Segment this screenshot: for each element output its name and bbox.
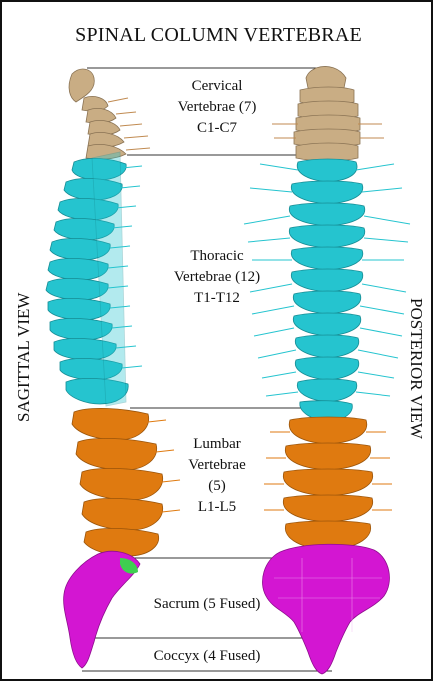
- cervical-label-line: C1-C7: [142, 118, 292, 139]
- sagittal-thoracic: [46, 152, 128, 406]
- thoracic-label-line: Vertebrae (12): [142, 267, 292, 288]
- lumbar-label-line: Lumbar: [152, 434, 282, 455]
- cervical-label-line: Cervical: [142, 76, 292, 97]
- posterior-view-label: POSTERIOR VIEW: [406, 298, 426, 439]
- cervical-label: Cervical Vertebrae (7) C1-C7: [142, 76, 292, 139]
- lumbar-label-line: L1-L5: [152, 497, 282, 518]
- thoracic-label: Thoracic Vertebrae (12) T1-T12: [142, 246, 292, 309]
- sacrum-label-line: Sacrum (5 Fused): [122, 594, 292, 615]
- coccyx-label-line: Coccyx (4 Fused): [122, 646, 292, 667]
- coccyx-label: Coccyx (4 Fused): [122, 646, 292, 667]
- sagittal-view-label: SAGITTAL VIEW: [14, 293, 34, 422]
- cervical-label-line: Vertebrae (7): [142, 97, 292, 118]
- sacrum-label: Sacrum (5 Fused): [122, 594, 292, 615]
- posterior-lumbar: [283, 417, 372, 550]
- posterior-cervical: [294, 66, 360, 161]
- lumbar-label: Lumbar Vertebrae (5) L1-L5: [152, 434, 282, 518]
- posterior-thoracic: [289, 159, 364, 422]
- thoracic-label-line: Thoracic: [142, 246, 292, 267]
- thoracic-label-line: T1-T12: [142, 288, 292, 309]
- posterior-spine: [244, 66, 410, 674]
- sagittal-lumbar: [72, 408, 163, 556]
- lumbar-label-line: Vertebrae: [152, 455, 282, 476]
- sagittal-spine: [46, 69, 180, 668]
- lumbar-label-line: (5): [152, 476, 282, 497]
- diagram-title: SPINAL COLUMN VERTEBRAE: [2, 24, 433, 47]
